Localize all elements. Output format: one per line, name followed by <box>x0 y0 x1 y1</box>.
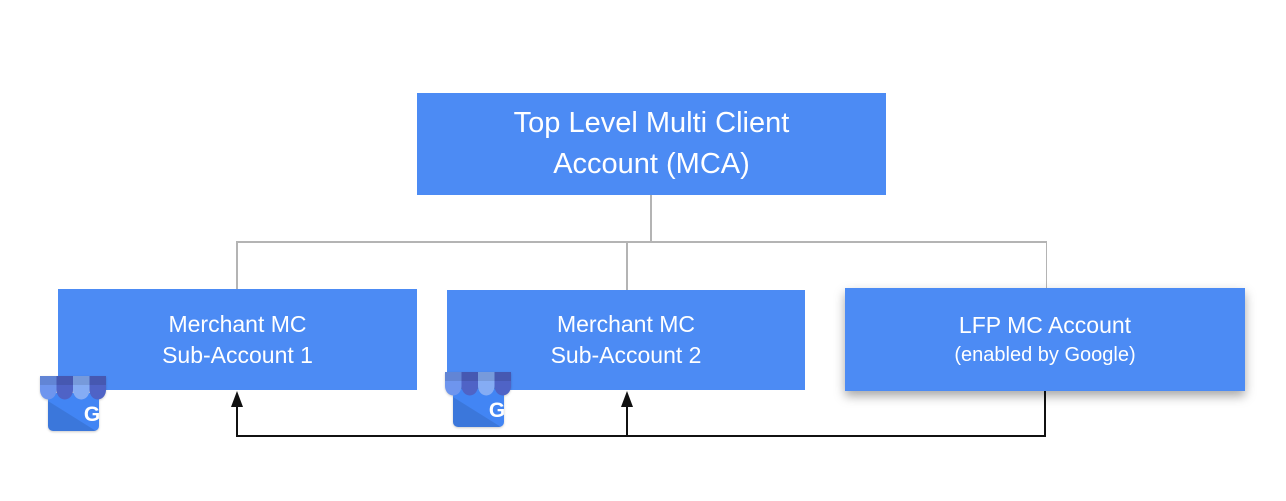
node-merchant1-label-line2: Sub-Account 1 <box>162 341 313 368</box>
google-business-profile-icon: G <box>445 372 511 427</box>
google-business-profile-icon: G <box>40 376 106 431</box>
connector-tree-horizontal <box>236 241 1047 243</box>
arrowhead-up-merchant2 <box>620 391 633 407</box>
connector-flow-riser-merchant2 <box>626 400 628 437</box>
node-mca-label-line1: Top Level Multi Client <box>513 107 790 139</box>
connector-drop-merchant2 <box>626 241 628 290</box>
google-g-letter: G <box>84 403 100 426</box>
connector-mca-stem <box>650 195 652 241</box>
node-merchant-sub-account-1: Merchant MC Sub-Account 1 <box>58 289 417 390</box>
node-merchant-sub-account-2: Merchant MC Sub-Account 2 <box>447 290 805 390</box>
connector-drop-lfp <box>1045 241 1047 288</box>
node-mca: Top Level Multi Client Account (MCA) <box>417 93 886 195</box>
node-merchant2-label-line2: Sub-Account 2 <box>550 342 702 368</box>
arrowhead-up-merchant1 <box>230 391 243 407</box>
connector-flow-horizontal <box>236 435 1046 437</box>
node-merchant1-label-line1: Merchant MC <box>168 310 307 337</box>
node-lfp-account: LFP MC Account (enabled by Google) <box>845 288 1245 391</box>
google-g-letter: G <box>489 399 505 422</box>
node-lfp-label-line2: (enabled by Google) <box>954 343 1136 366</box>
connector-drop-merchant1 <box>236 241 238 289</box>
node-mca-label-line2: Account (MCA) <box>553 148 750 180</box>
node-lfp-label-line1: LFP MC Account <box>958 311 1132 338</box>
connector-flow-riser-merchant1 <box>236 400 238 437</box>
connector-flow-from-lfp <box>1044 391 1046 437</box>
node-merchant2-label-line1: Merchant MC <box>556 311 696 337</box>
